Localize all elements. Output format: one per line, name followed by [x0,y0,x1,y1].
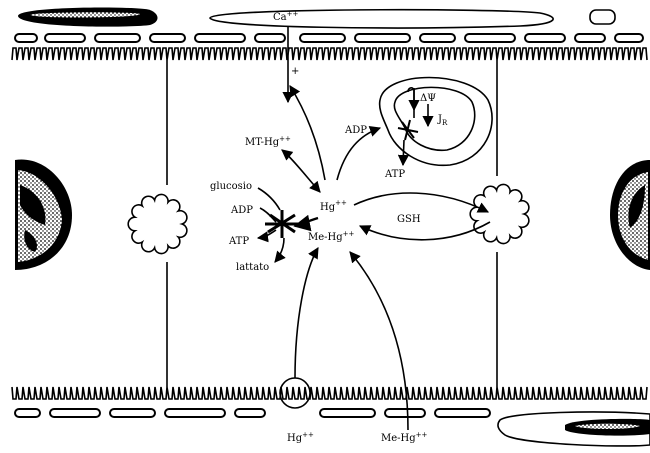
mt-hg-charge: ++ [279,135,291,143]
ca-top-charge: ++ [287,10,299,18]
mehg-label: Me-Hg++ [308,230,355,243]
ca-top-text: Ca [273,12,287,23]
lateral-cell-borders [167,60,497,387]
right-nucleus [610,160,650,270]
jr-subscript: R [442,119,448,127]
mehg-bottom-label: Me-Hg++ [381,431,428,444]
plus-sign: + [291,66,299,77]
left-nucleus [15,159,72,270]
adp-mito-label: ADP [344,125,367,136]
hg-bottom-text: Hg [287,433,303,444]
top-extracellular-strip [15,8,643,42]
lattato-out-arrow [275,238,284,262]
left-cell-junction [128,194,187,253]
top-dashes [15,34,643,42]
glucosio-in-arrow [258,188,280,210]
mehg-charge: ++ [343,230,355,238]
hg-bottom-label: Hg++ [287,431,314,444]
hg-charge: ++ [335,199,347,207]
flow-arrows [258,26,490,430]
jr-label: JR [437,114,448,127]
mt-hg-label: MT-Hg++ [245,135,291,148]
mitochondrion: ΔΨ JR [380,78,492,166]
adp-in-arrow [260,208,276,222]
mehg-bottom-charge: ++ [416,431,428,439]
hg-text: Hg [320,202,336,213]
adp-left-label: ADP [230,205,253,216]
hg-inhibits-glycolysis-arrow [295,218,318,226]
hg-to-ca-arrow [290,86,325,180]
glucosio-label: glucosio [210,181,252,192]
hg-label: Hg++ [320,199,347,213]
hg-to-junction-arrow [354,193,488,212]
mito-atp-arrow [403,140,404,165]
atp-left-label: ATP [228,236,249,247]
mito-atp-synthase-star [398,120,418,140]
gsh-label: GSH [397,214,421,225]
apical-brush-border-top [12,48,647,60]
basal-brush-border-bottom [12,387,647,399]
atp-out-arrow [258,230,276,238]
mehg-bottom-text: Me-Hg [381,433,416,444]
atp-mito-label: ATP [384,169,405,180]
delta-psi-label: ΔΨ [420,93,436,104]
top-vessel-fragment [590,10,615,24]
hg-bottom-charge: ++ [302,431,314,439]
bottom-dashes [15,409,490,417]
mehg-text: Me-Hg [308,232,343,243]
mitochondrion-outer-membrane [380,78,492,166]
mt-hg-text: MT-Hg [245,137,280,148]
right-cell-junction [470,184,529,243]
hg-uptake-arrow [295,248,318,378]
lattato-label: lattato [236,262,269,273]
mehg-uptake-arrow [350,252,408,430]
bottom-extracellular-strip [15,409,650,446]
gsh-return-arrow [360,222,490,240]
hg-mt-binding-arrow [282,150,320,192]
top-capillary-vessel [210,10,553,28]
ca-top-label: Ca++ [273,10,298,23]
